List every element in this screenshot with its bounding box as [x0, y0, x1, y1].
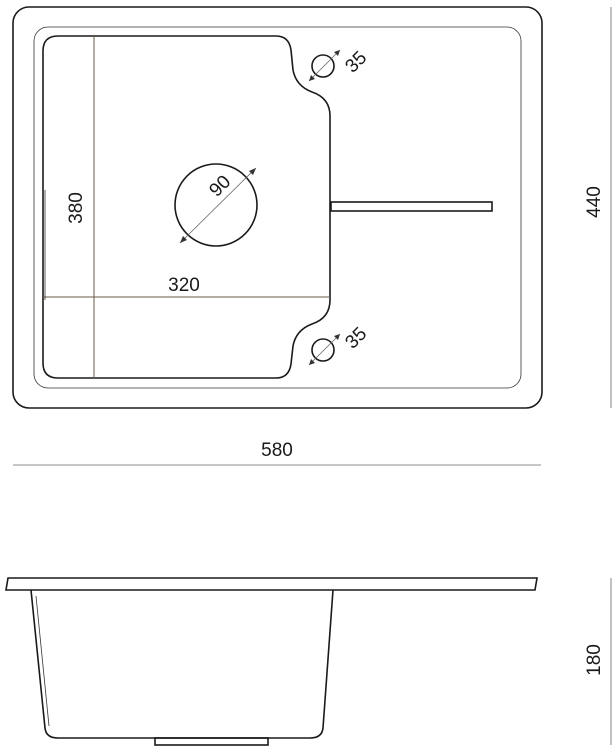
sink-outer-rim [12, 6, 543, 409]
side-drain-stub [154, 737, 269, 746]
drain-diameter-line [179, 167, 257, 244]
tap-hole-top-arrow-end [334, 50, 340, 56]
tap-hole-bottom-arrow-end [334, 334, 340, 340]
bowl-height-label: 380 [66, 192, 87, 224]
hole-top-diameter-label: 35 [341, 47, 371, 77]
overflow-channel [330, 201, 493, 212]
side-bowl-inner-line [35, 595, 50, 727]
side-view [5, 577, 538, 746]
total-width-label: 580 [261, 440, 293, 461]
tap-hole-bottom-diameter-line [308, 333, 341, 366]
side-bowl [30, 589, 334, 739]
depth-label: 180 [584, 644, 605, 676]
tap-hole-top [311, 54, 335, 78]
hole-bottom-diameter-label: 35 [341, 323, 371, 353]
drain-arrow-start [180, 236, 187, 243]
drain-diameter-label: 90 [205, 171, 235, 201]
tap-hole-top-arrow-start [309, 75, 315, 81]
tap-hole-bottom-arrow-start [309, 359, 315, 365]
top-view: 90 35 35 380 320 [12, 6, 543, 409]
tap-hole-top-diameter-line [308, 49, 341, 82]
drain-circle [174, 163, 258, 247]
bowl-width-label: 320 [168, 275, 200, 296]
drain-arrow-end [249, 168, 256, 175]
bowl-outline [42, 35, 331, 379]
total-height-label: 440 [584, 186, 605, 218]
tap-hole-bottom [311, 338, 335, 362]
sink-inner-rim [33, 26, 522, 389]
side-rim [5, 577, 538, 591]
